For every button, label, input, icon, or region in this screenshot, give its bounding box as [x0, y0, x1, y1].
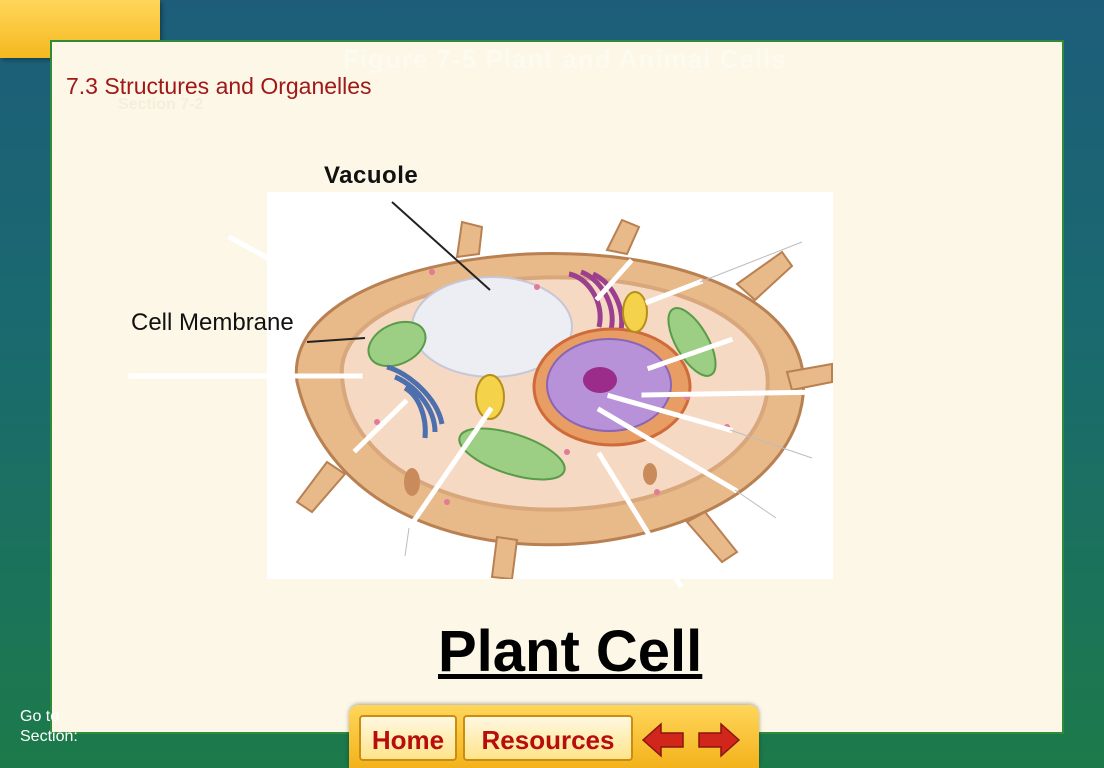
left-arrow-icon: [641, 722, 684, 758]
plant-cell-title: Plant Cell: [438, 619, 703, 684]
section-heading: 7.3 Structures and Organelles: [66, 73, 372, 99]
figure-title: Figure 7-5 Plant and Animal Cells: [343, 44, 787, 74]
plant-cell-diagram: [267, 192, 833, 579]
right-arrow-icon: [698, 722, 741, 758]
nucleolus: [583, 367, 617, 393]
goto-line-1: Go to: [20, 708, 60, 725]
mitochondrion: [475, 374, 505, 420]
goto-line-2: Section:: [20, 728, 78, 745]
chloroplast: [367, 320, 427, 368]
resources-button[interactable]: Resources: [463, 715, 633, 761]
back-button[interactable]: [639, 721, 687, 759]
cell-membrane-label: Cell Membrane: [131, 309, 294, 336]
vacuole-label: Vacuole: [324, 162, 419, 189]
forward-button[interactable]: [695, 721, 743, 759]
goto-section-label: Go to Section:: [20, 707, 78, 747]
navigation-bar: Home Resources: [349, 705, 759, 768]
mitochondrion: [622, 291, 648, 333]
section-reference: Section 7-2: [118, 96, 204, 113]
home-button[interactable]: Home: [359, 715, 457, 761]
